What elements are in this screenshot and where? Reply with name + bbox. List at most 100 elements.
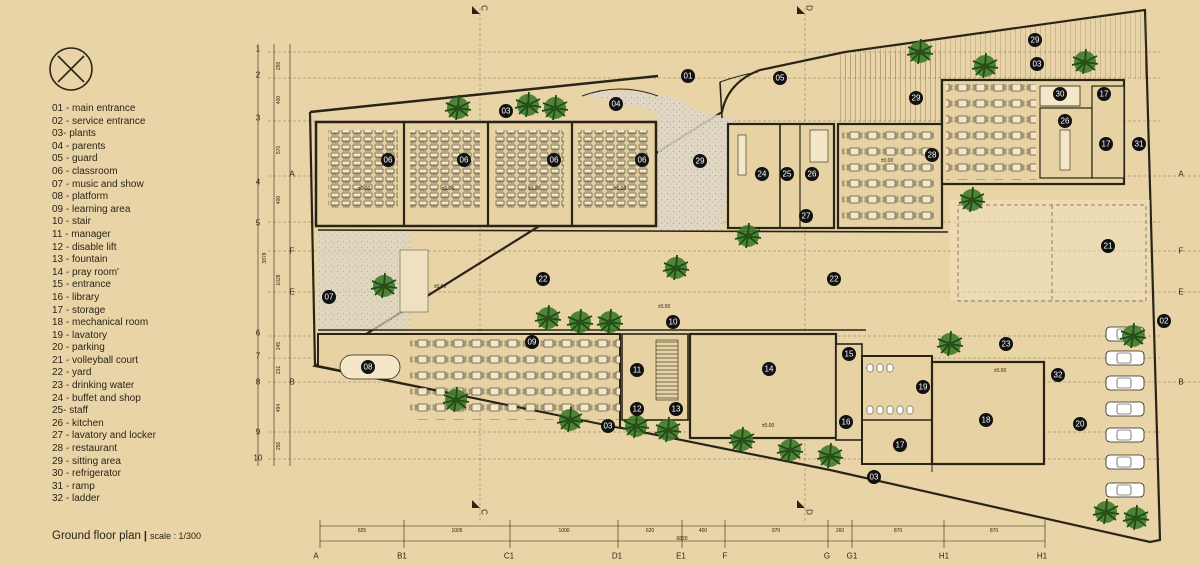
room-tag-label: 09 bbox=[528, 338, 537, 347]
room-tag-label: 20 bbox=[1076, 420, 1085, 429]
dimension-label: 1000 bbox=[558, 528, 569, 534]
room-tag-marker bbox=[839, 415, 853, 429]
grid-label: G1 bbox=[847, 552, 858, 561]
room-tag: 06 bbox=[547, 153, 561, 167]
room-tag-marker bbox=[827, 272, 841, 286]
room-tag: 03 bbox=[1030, 57, 1044, 71]
room-tag-marker bbox=[525, 335, 539, 349]
room-tag: 22 bbox=[827, 272, 841, 286]
legend-item: 08 - platform bbox=[52, 191, 109, 203]
grid-label: C1 bbox=[504, 552, 515, 561]
legend-item: 31 - ramp bbox=[52, 480, 95, 492]
room-tag: 17 bbox=[1097, 87, 1111, 101]
legend-item: 18 - mechanical room bbox=[52, 317, 149, 329]
room-tag-label: 17 bbox=[1102, 140, 1111, 149]
legend-item: 20 - parking bbox=[52, 342, 105, 354]
room-tag-label: 03 bbox=[1033, 60, 1042, 69]
room-tag: 21 bbox=[1101, 239, 1115, 253]
room-tag-marker bbox=[381, 153, 395, 167]
room-tag-marker bbox=[1097, 87, 1111, 101]
room-tag: 26 bbox=[1058, 114, 1072, 128]
room-tag-marker bbox=[1073, 417, 1087, 431]
dimension-label: 256 bbox=[276, 442, 282, 451]
room-tag-marker bbox=[601, 419, 615, 433]
room-tag-label: 25 bbox=[783, 170, 792, 179]
room-tag: 25 bbox=[780, 167, 794, 181]
room-tag-marker bbox=[630, 363, 644, 377]
room-tag: 17 bbox=[1099, 137, 1113, 151]
grid-label: B bbox=[1178, 378, 1183, 387]
room-tag-label: 23 bbox=[1002, 340, 1011, 349]
room-tag-marker bbox=[773, 71, 787, 85]
legend-item: 29 - sitting area bbox=[52, 455, 121, 467]
room-tag: 10 bbox=[666, 315, 680, 329]
room-tag-label: 21 bbox=[1104, 242, 1113, 251]
legend-item: 25- staff bbox=[52, 405, 88, 417]
dimension-label: 255 bbox=[276, 62, 282, 71]
grid-label: B bbox=[289, 378, 294, 387]
room-tag-marker bbox=[842, 347, 856, 361]
legend-item: 01 - main entrance bbox=[52, 103, 136, 114]
room-tag-label: 15 bbox=[845, 350, 854, 359]
legend-item: 03- plants bbox=[52, 128, 96, 140]
dimension-label: 870 bbox=[990, 528, 999, 534]
room-tag-label: 30 bbox=[1056, 90, 1065, 99]
room-tag-marker bbox=[780, 167, 794, 181]
grid-label: F bbox=[723, 552, 728, 561]
room-tag: 11 bbox=[630, 363, 644, 377]
grid-label: E bbox=[289, 288, 294, 297]
legend-item: 26 - kitchen bbox=[52, 417, 104, 429]
plan-caption: Ground floor plan|scale : 1/300 bbox=[52, 530, 201, 542]
dimension-label: 400 bbox=[699, 528, 708, 534]
room-tag-marker bbox=[1157, 314, 1171, 328]
dimension-label: 494 bbox=[276, 404, 282, 413]
room-tag-marker bbox=[1132, 137, 1146, 151]
room-tag-marker bbox=[1028, 33, 1042, 47]
room-tag: 12 bbox=[630, 402, 644, 416]
grid-label: 10 bbox=[254, 454, 263, 463]
dimension-label: 570 bbox=[276, 146, 282, 155]
room-tag: 17 bbox=[893, 438, 907, 452]
room-tag-marker bbox=[867, 470, 881, 484]
room-tag: 30 bbox=[1053, 87, 1067, 101]
caption-divider: | bbox=[143, 530, 147, 542]
room-tag-marker bbox=[669, 402, 683, 416]
room-tag-marker bbox=[635, 153, 649, 167]
legend-item: 11 - manager bbox=[52, 228, 111, 240]
level-mark: ±0.00 bbox=[614, 186, 627, 192]
room-tag: 24 bbox=[755, 167, 769, 181]
level-mark: ±0.00 bbox=[434, 284, 447, 290]
dimension-label: 400 bbox=[276, 96, 282, 105]
dimension-total: 3878 bbox=[262, 252, 268, 263]
room-tag-marker bbox=[630, 402, 644, 416]
grid-label: 7 bbox=[256, 352, 261, 361]
room-tag: 15 bbox=[842, 347, 856, 361]
room-tag-marker bbox=[681, 69, 695, 83]
room-tag: 29 bbox=[909, 91, 923, 105]
room-tag: 02 bbox=[1157, 314, 1171, 328]
grid-label: A bbox=[1178, 170, 1184, 179]
dimension-label: 825 bbox=[358, 528, 367, 534]
room-tag-marker bbox=[1058, 114, 1072, 128]
grid-label: A bbox=[313, 552, 319, 561]
room-tag-label: 06 bbox=[460, 156, 469, 165]
service-block bbox=[726, 78, 1126, 230]
room-tag: 18 bbox=[979, 413, 993, 427]
room-tag-label: 29 bbox=[1031, 36, 1040, 45]
grid-label: 8 bbox=[256, 378, 261, 387]
legend-item: 04 - parents bbox=[52, 140, 106, 152]
legend-item: 32 - ladder bbox=[52, 493, 100, 505]
room-tag-marker bbox=[979, 413, 993, 427]
room-tag-marker bbox=[457, 153, 471, 167]
room-tag: 14 bbox=[762, 362, 776, 376]
dimension-label: 1028 bbox=[276, 274, 282, 285]
grid-label: 4 bbox=[256, 178, 261, 187]
parking-row bbox=[1105, 326, 1145, 498]
room-tag: 06 bbox=[457, 153, 471, 167]
room-tag-label: 12 bbox=[633, 405, 642, 414]
north-compass-icon bbox=[49, 47, 93, 91]
room-tag: 19 bbox=[916, 380, 930, 394]
room-tag-label: 02 bbox=[1160, 317, 1169, 326]
room-tag-marker bbox=[1051, 368, 1065, 382]
